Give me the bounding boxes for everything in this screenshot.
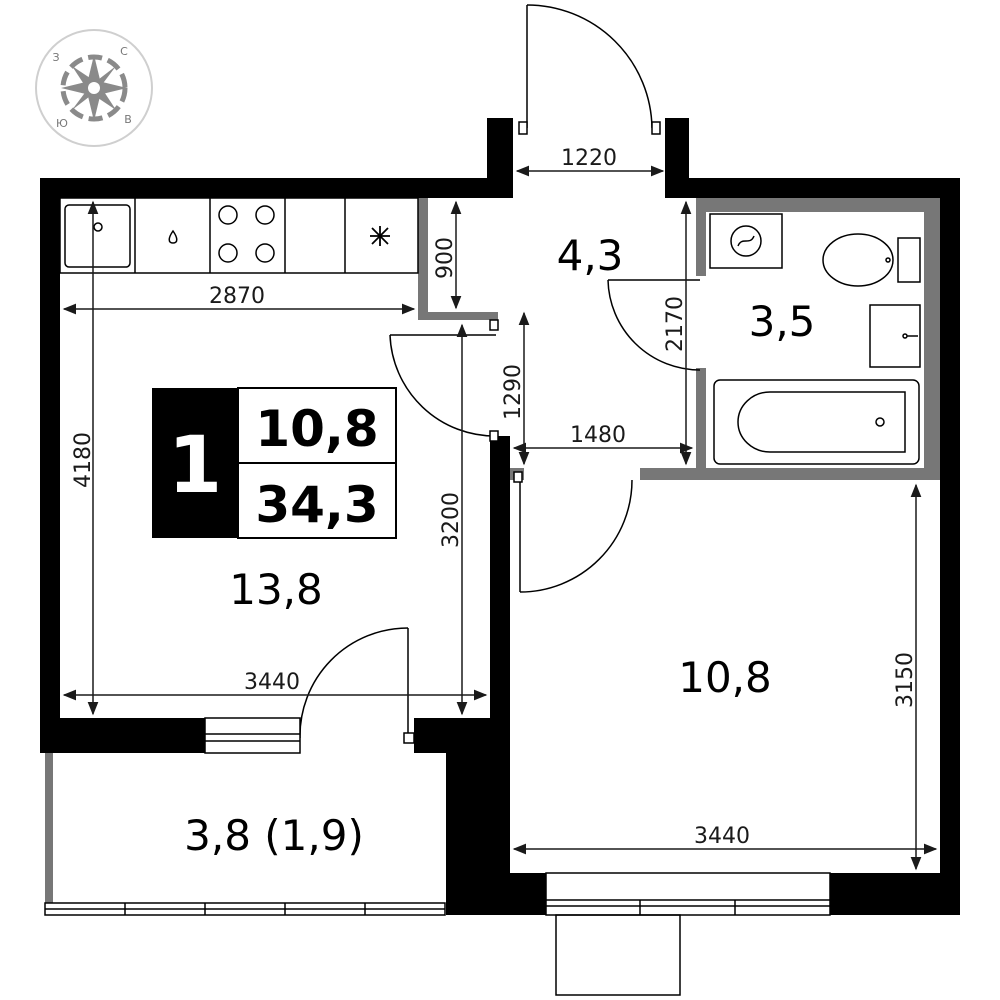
exterior-walls (40, 118, 960, 915)
badge-room-count: 1 (168, 421, 222, 511)
dim-hall-horizontal: 1480 (570, 423, 626, 448)
dim-kitchen-inner: 3200 (439, 492, 464, 548)
washing-machine-icon (709, 213, 783, 269)
stove-icon (218, 205, 275, 263)
area-hall: 4,3 (557, 231, 624, 280)
dim-hall-vertical: 1290 (501, 364, 526, 420)
area-loggia: 3,8 (1,9) (184, 811, 364, 860)
dim-kitchen-height: 4180 (71, 432, 96, 488)
dim-bedroom-width: 3440 (694, 824, 750, 849)
dim-closet: 900 (433, 237, 458, 279)
dimension-labels: 1220 2870 4180 900 3440 3200 1290 1480 2… (71, 146, 918, 849)
interior-walls (45, 198, 940, 903)
room-areas: 4,3 3,5 13,8 10,8 3,8 (1,9) (184, 231, 815, 860)
sink-icon (64, 204, 131, 268)
compass-south: Ю (56, 117, 68, 130)
bathtub-icon (713, 379, 920, 465)
balcony-door (299, 627, 415, 744)
badge-total-area: 34,3 (255, 476, 378, 534)
badge-living-area: 10,8 (255, 400, 378, 458)
kitchen-door (389, 319, 499, 442)
doors (299, 4, 701, 744)
kitchen-counter (59, 197, 419, 274)
area-bedroom: 10,8 (678, 653, 772, 702)
dim-entrance-width: 1220 (561, 146, 617, 171)
windows (44, 717, 831, 996)
bedroom-door (513, 471, 633, 593)
dim-bedroom-height: 3150 (893, 652, 918, 708)
dimension-lines (62, 165, 938, 871)
bedroom-window (545, 872, 831, 916)
area-bathroom: 3,5 (749, 297, 816, 346)
dim-kitchen-top: 2870 (209, 284, 265, 309)
compass: З С Ю В (35, 29, 153, 147)
entrance-door (518, 4, 661, 135)
dim-bath-side: 2170 (663, 296, 688, 352)
area-kitchen: 13,8 (229, 565, 323, 614)
compass-west: З (52, 51, 59, 64)
compass-east: В (124, 113, 132, 126)
toilet-icon (822, 233, 921, 287)
kitchen-window (204, 717, 301, 754)
balcony-outline (555, 914, 681, 996)
bathroom-sink-icon (869, 304, 921, 368)
apartment-badge: 1 10,8 34,3 (152, 387, 397, 539)
fridge-icon (370, 226, 390, 246)
dim-kitchen-bottom: 3440 (244, 670, 300, 695)
loggia-window (44, 902, 446, 916)
bathroom-fixtures (709, 213, 921, 465)
dishwasher-icon (168, 229, 178, 244)
compass-north: С (120, 45, 128, 58)
